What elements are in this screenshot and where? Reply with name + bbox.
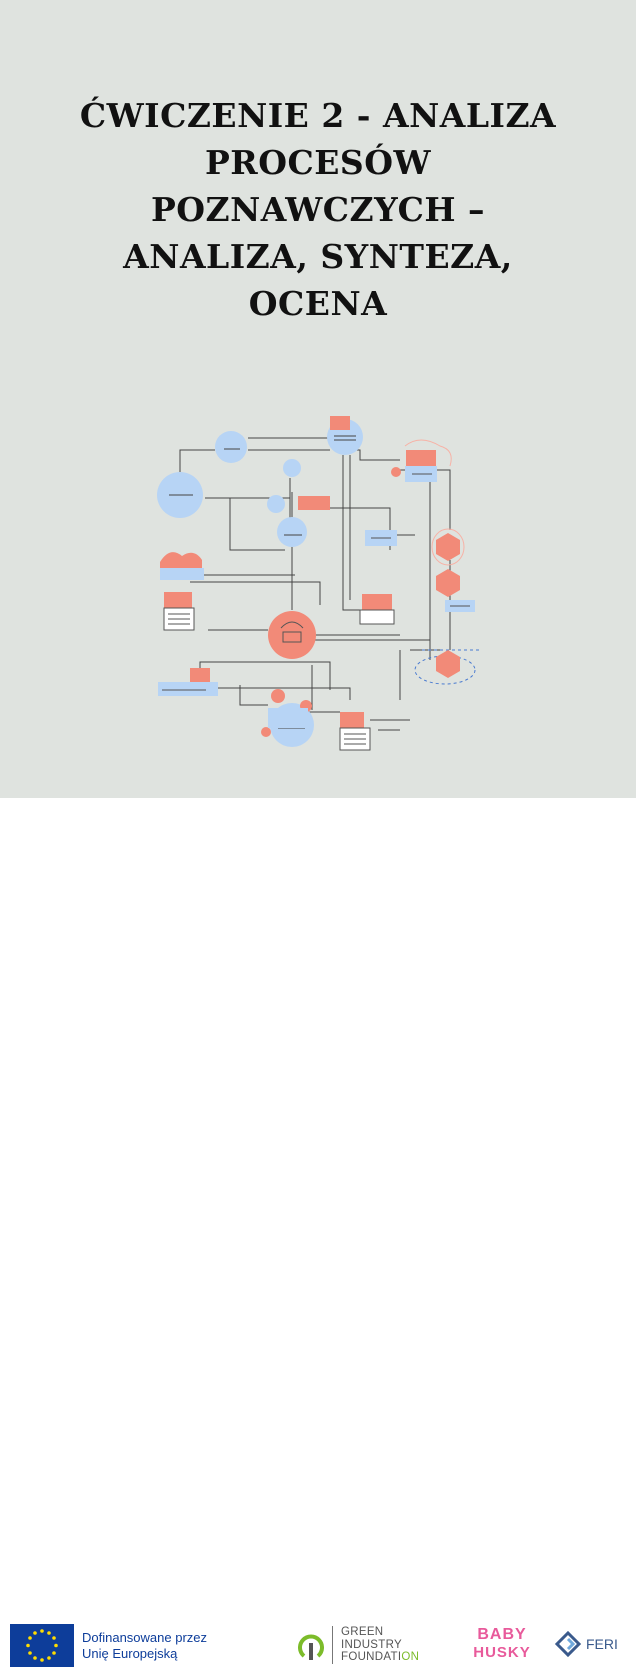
page-title: ĆWICZENIE 2 - ANALIZA PROCESÓW POZNAWCZY… [40, 92, 596, 327]
title-line-4: ANALIZA, SYNTEZA, [123, 237, 513, 276]
gif-logo-icon [298, 1634, 324, 1660]
eu-flag-icon [10, 1624, 74, 1667]
eu-text-line-1: Dofinansowane przez [82, 1629, 208, 1645]
baby-husky-logo: BABY HUSKY [466, 1626, 538, 1661]
baby-husky-line-2: HUSKY [473, 1644, 531, 1661]
feri-logo-icon [554, 1630, 582, 1658]
cover-background: ĆWICZENIE 2 - ANALIZA PROCESÓW POZNAWCZY… [0, 0, 636, 798]
gif-line-1: GREEN [341, 1626, 384, 1638]
gif-line-3-main: FOUNDATI [341, 1651, 402, 1663]
green-industry-foundation-logo: GREEN INDUSTRY FOUNDATION [298, 1626, 419, 1664]
feri-label: FERI [586, 1636, 618, 1652]
eu-funding-logo: Dofinansowane przez Unię Europejską [10, 1624, 207, 1667]
title-line-1: ĆWICZENIE 2 - ANALIZA [79, 96, 557, 135]
gif-line-3-accent: ON [401, 1651, 420, 1663]
flowchart-illustration [157, 416, 480, 751]
eu-funding-text: Dofinansowane przez Unię Europejską [82, 1630, 207, 1662]
title-line-2: PROCESÓW [204, 143, 432, 182]
gif-line-3: FOUNDATION [341, 1651, 419, 1664]
gif-line-2: INDUSTRY [341, 1638, 402, 1651]
title-line-5: OCENA [248, 284, 388, 323]
eu-text-line-2: Unię Europejską [82, 1645, 178, 1661]
baby-husky-line-1: BABY [477, 1626, 527, 1643]
title-line-3: POZNAWCZYCH – [150, 190, 486, 229]
feri-logo: FERI [554, 1630, 618, 1658]
gif-text: GREEN INDUSTRY FOUNDATION [332, 1626, 419, 1664]
footer: Dofinansowane przez Unię Europejską GREE… [0, 798, 636, 1667]
